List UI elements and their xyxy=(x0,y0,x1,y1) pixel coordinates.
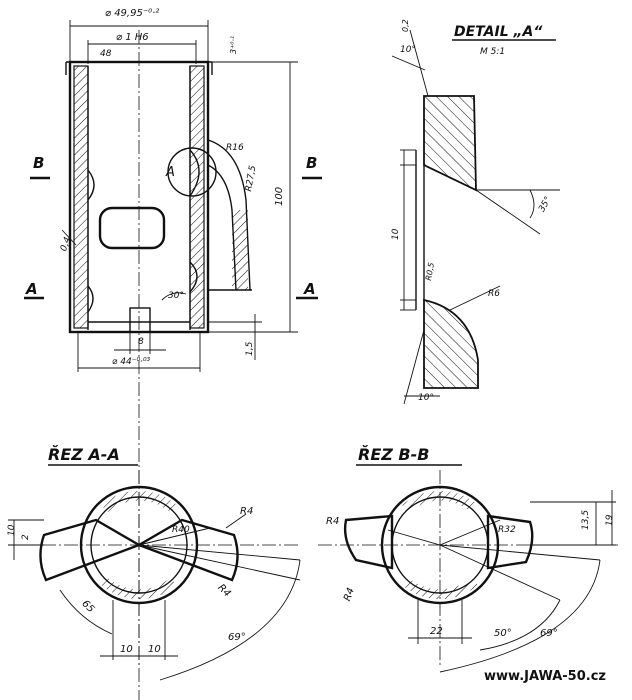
section-bb-title: ŘEZ B-B xyxy=(358,445,429,464)
bb-dim-13-5: 13,5 xyxy=(581,510,591,530)
bb-dim-r4-bottom: R4 xyxy=(342,586,357,602)
main-view: ⌀ 49,95⁻⁰·² ⌀ 1 H6 48 3⁺⁰·¹ xyxy=(24,8,322,700)
dim-48: 48 xyxy=(100,49,112,59)
aa-angle-69: 69° xyxy=(228,632,246,643)
section-bb-view: ŘEZ B-B R4 R4 R32 13,5 19 22 xyxy=(318,445,620,673)
dim-bottom-diameter: ⌀ 44⁻⁰·⁰³ xyxy=(112,357,151,367)
detail-dim-10: 10 xyxy=(391,228,401,240)
detail-a-marker: A xyxy=(165,165,175,180)
dim-r16: R16 xyxy=(226,143,244,153)
bb-angle-69: 69° xyxy=(540,628,558,639)
bb-dim-22: 22 xyxy=(430,626,443,637)
dim-wall: 0,4 xyxy=(59,236,73,253)
dim-0-2: 0,2 xyxy=(401,19,410,32)
section-aa-title: ŘEZ A-A xyxy=(48,445,120,464)
detail-a-view: DETAIL „A“ M 5:1 0,2 10° 10 35° R0,5 R6 … xyxy=(391,19,560,405)
detail-a-title: DETAIL „A“ xyxy=(454,24,543,40)
bb-angle-50: 50° xyxy=(494,628,512,639)
aa-dim-10: 10 xyxy=(7,524,17,536)
angle-top: 10° xyxy=(400,45,416,55)
dim-r6: R6 xyxy=(488,289,500,299)
dim-height: 100 xyxy=(274,187,285,206)
dim-r27-5: R27,5 xyxy=(244,165,258,193)
section-a-left: A xyxy=(25,280,38,298)
dim-3-40: 3⁺⁰·¹ xyxy=(229,36,238,54)
section-aa-view: ŘEZ A-A 10 2 R40 R4 R4 65 69° xyxy=(7,445,301,681)
detail-a-scale: M 5:1 xyxy=(480,47,505,57)
aa-dim-10-left: 10 xyxy=(120,644,133,655)
angle-bottom: 10° xyxy=(418,393,434,403)
aa-dim-2: 2 xyxy=(21,534,31,540)
aa-dim-r40: R40 xyxy=(172,525,190,535)
aa-dim-r4-top: R4 xyxy=(240,506,253,517)
dim-r0-5: R0,5 xyxy=(424,262,436,282)
dim-outer-diameter: ⌀ 49,95⁻⁰·² xyxy=(105,8,159,19)
dim-30deg: 30° xyxy=(168,291,184,301)
aa-dim-65: 65 xyxy=(79,598,96,615)
bb-dim-19: 19 xyxy=(605,514,615,526)
aa-dim-10-right: 10 xyxy=(148,644,161,655)
section-b-right: B xyxy=(306,154,317,172)
section-a-right: A xyxy=(303,280,316,298)
angle-35: 35° xyxy=(537,195,554,214)
section-b-left: B xyxy=(33,154,44,172)
dim-1-5: 1,5 xyxy=(245,341,255,356)
dim-bore: ⌀ 1 H6 xyxy=(116,32,149,43)
bb-dim-r32: R32 xyxy=(498,525,516,535)
watermark: www.JAWA-50.cz xyxy=(484,669,606,684)
dim-slot: 8 xyxy=(138,337,144,347)
bb-dim-r4-left: R4 xyxy=(326,516,339,527)
aa-dim-r4-bottom: R4 xyxy=(215,582,232,599)
